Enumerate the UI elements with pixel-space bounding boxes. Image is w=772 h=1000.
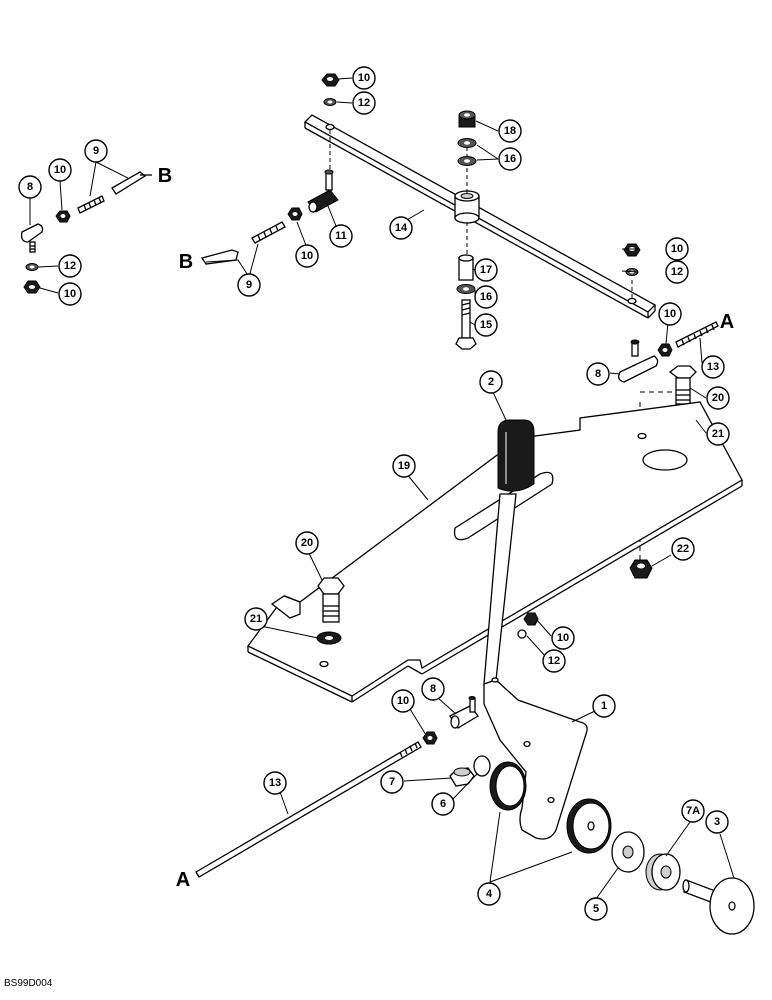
svg-text:1: 1 (601, 700, 607, 712)
callout-5: 5 (584, 897, 608, 921)
callout-20-left: 20 (295, 531, 319, 555)
svg-text:9: 9 (246, 279, 252, 291)
svg-text:20: 20 (712, 392, 724, 404)
left-rod-end-assembly (20, 171, 152, 294)
svg-text:14: 14 (395, 222, 408, 234)
svg-text:8: 8 (27, 181, 33, 193)
callout-9-left: 9 (84, 139, 108, 163)
callout-10-lever: 10 (551, 626, 575, 650)
svg-text:12: 12 (64, 260, 76, 272)
svg-text:3: 3 (714, 816, 720, 828)
svg-text:22: 22 (677, 543, 689, 555)
callout-13-top: 13 (701, 355, 725, 379)
connector-b-upper: B (158, 165, 172, 187)
lower-rod-assembly (195, 696, 491, 878)
top-nut-group (321, 73, 340, 106)
center-stack-bottom (455, 254, 477, 350)
svg-text:8: 8 (430, 683, 436, 695)
svg-text:21: 21 (250, 613, 262, 625)
svg-text:13: 13 (269, 777, 281, 789)
callout-9-mid: 9 (237, 273, 261, 297)
callout-10-left-bottom: 10 (58, 282, 82, 306)
svg-text:12: 12 (548, 655, 560, 667)
callout-4: 4 (477, 882, 501, 906)
svg-text:9: 9 (93, 145, 99, 157)
callout-8-left: 8 (18, 175, 42, 199)
svg-text:12: 12 (671, 266, 683, 278)
callout-13-lower: 13 (263, 771, 287, 795)
svg-text:10: 10 (664, 308, 676, 320)
callout-14: 14 (389, 216, 413, 240)
center-stack-top (457, 110, 477, 166)
callout-8-right: 8 (586, 362, 610, 386)
svg-text:10: 10 (397, 695, 409, 707)
svg-text:2: 2 (488, 376, 494, 388)
callout-7: 7 (380, 770, 404, 794)
callout-15: 15 (474, 313, 498, 337)
callout-8-lower: 8 (421, 677, 445, 701)
connector-b-middle: B (179, 251, 193, 273)
svg-text:17: 17 (480, 264, 492, 276)
svg-text:20: 20 (301, 537, 313, 549)
svg-text:12: 12 (358, 97, 370, 109)
callout-11: 11 (329, 224, 353, 248)
middle-rod-end-assembly (200, 169, 339, 265)
callout-21-left: 21 (244, 607, 268, 631)
connector-a-upper: A (720, 311, 734, 333)
svg-text:8: 8 (595, 368, 601, 380)
callout-12-right: 12 (665, 260, 689, 284)
callout-22: 22 (671, 537, 695, 561)
callout-2: 2 (479, 370, 503, 394)
svg-text:10: 10 (358, 72, 370, 84)
svg-text:15: 15 (480, 319, 492, 331)
svg-text:11: 11 (335, 230, 347, 242)
plate-hardware (316, 559, 653, 645)
friction-disc-stack (489, 761, 755, 935)
callout-12-top: 12 (352, 91, 376, 115)
svg-text:10: 10 (671, 243, 683, 255)
callout-6: 6 (431, 792, 455, 816)
cross-bar (303, 114, 657, 319)
callout-10-lower: 10 (391, 689, 415, 713)
svg-text:13: 13 (707, 361, 719, 373)
leader-lines (29, 77, 735, 900)
callout-10-right: 10 (665, 237, 689, 261)
svg-text:7: 7 (389, 776, 395, 788)
svg-text:7A: 7A (686, 805, 700, 817)
svg-text:10: 10 (557, 632, 569, 644)
callout-12-left: 12 (58, 254, 82, 278)
svg-text:19: 19 (398, 460, 410, 472)
callout-16-bottom: 16 (474, 285, 498, 309)
alignment-lines (329, 130, 680, 560)
svg-text:10: 10 (64, 288, 76, 300)
callout-10-top: 10 (352, 66, 376, 90)
svg-text:16: 16 (504, 153, 516, 165)
svg-text:4: 4 (486, 888, 493, 900)
connector-a-lower: A (176, 869, 190, 891)
callout-18: 18 (498, 119, 522, 143)
callout-17: 17 (474, 258, 498, 282)
svg-text:21: 21 (712, 428, 724, 440)
svg-text:16: 16 (480, 291, 492, 303)
svg-text:18: 18 (504, 125, 516, 137)
svg-text:5: 5 (593, 903, 599, 915)
callout-3: 3 (705, 810, 729, 834)
svg-text:10: 10 (54, 164, 66, 176)
callout-20-right: 20 (706, 386, 730, 410)
figure-code: BS99D004 (4, 978, 53, 989)
control-lever (483, 419, 588, 840)
callout-10-rod: 10 (658, 302, 682, 326)
callout-19: 19 (392, 454, 416, 478)
callout-7a: 7A (681, 799, 705, 823)
callout-1: 1 (592, 694, 616, 718)
svg-text:6: 6 (440, 798, 446, 810)
callout-16-top: 16 (498, 147, 522, 171)
callout-10-mid: 10 (295, 244, 319, 268)
callout-10-left: 10 (48, 158, 72, 182)
callout-21-right: 21 (706, 422, 730, 446)
callout-12-lever: 12 (542, 649, 566, 673)
svg-text:10: 10 (301, 250, 313, 262)
